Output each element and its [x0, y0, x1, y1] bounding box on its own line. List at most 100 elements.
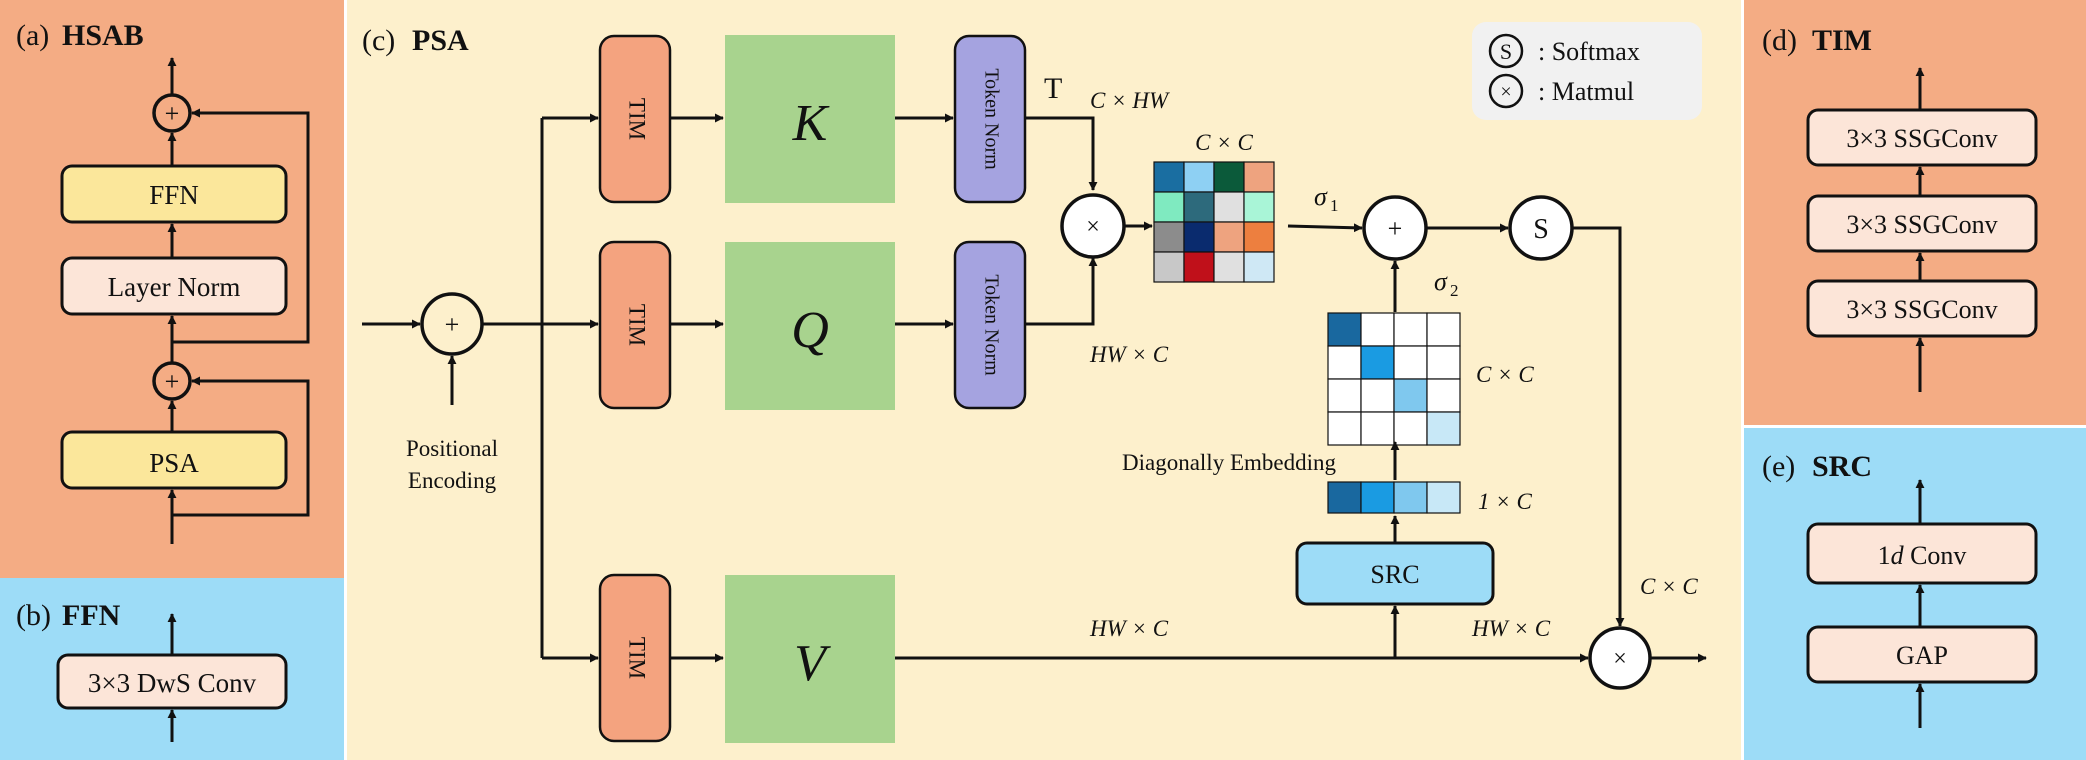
svg-text:(d): (d) [1762, 24, 1797, 57]
svg-text:C × C: C × C [1640, 574, 1698, 599]
attention-cell [1183, 161, 1215, 193]
svg-text:PSA: PSA [412, 24, 469, 57]
svg-text:Layer Norm: Layer Norm [108, 272, 241, 302]
ssgconv-block-1 [1806, 279, 2038, 338]
layer-norm-block [60, 256, 288, 316]
svg-text:: Softmax: : Softmax [1538, 37, 1640, 66]
svg-text:SRC: SRC [1812, 450, 1872, 483]
svg-text:(b): (b) [16, 599, 51, 632]
svg-text:+: + [165, 99, 180, 128]
attention-cell [1153, 161, 1185, 193]
svg-text:S: S [1533, 214, 1549, 245]
svg-text:2: 2 [1450, 281, 1459, 300]
attention-cell [1243, 191, 1275, 223]
attention-cell [1243, 251, 1275, 283]
sigma-2-label: σ 2 [1434, 267, 1459, 300]
svg-text:1 × C: 1 × C [1478, 489, 1533, 514]
attention-cell [1153, 221, 1185, 253]
svg-text:TIM: TIM [1812, 24, 1872, 57]
residual-skip-1 [172, 376, 310, 517]
svg-text:S: S [1500, 39, 1512, 64]
add-node-2 [152, 93, 192, 133]
svg-text:PSA: PSA [149, 448, 199, 478]
panel-a-title: (a) HSAB [16, 19, 144, 52]
svg-text:FFN: FFN [149, 180, 199, 210]
svg-text:×: × [1086, 214, 1100, 240]
svg-text:+: + [1388, 214, 1403, 243]
ssgconv-block-2 [1806, 194, 2038, 253]
diagonal-cell [1426, 411, 1461, 446]
svg-text:(c): (c) [362, 24, 395, 57]
attention-cell [1183, 251, 1215, 283]
svg-text:HW × C: HW × C [1089, 616, 1169, 641]
panel-d-title: (d) TIM [1762, 24, 1872, 57]
attention-cell [1213, 161, 1245, 193]
svg-text:Token Norm: Token Norm [980, 274, 1002, 376]
ffn-block [60, 164, 288, 224]
attention-cell [1213, 191, 1245, 223]
softmax-legend-icon [1488, 33, 1524, 69]
svg-text:Q: Q [791, 302, 829, 359]
svg-text:TIM: TIM [625, 304, 650, 346]
attention-cell [1213, 221, 1245, 253]
svg-text:T: T [1044, 72, 1062, 105]
diagonal-cell [1360, 345, 1395, 380]
svg-text:×: × [1500, 81, 1511, 103]
svg-text:1: 1 [1330, 196, 1339, 215]
svg-text:: Matmul: : Matmul [1538, 77, 1634, 106]
vector-cell [1327, 481, 1362, 514]
vector-cell [1426, 481, 1461, 514]
svg-text:3×3 SSGConv: 3×3 SSGConv [1846, 210, 1997, 239]
psa-block [60, 430, 288, 490]
empty-cell [1360, 411, 1395, 446]
residual-skip-2 [172, 108, 310, 344]
matmul-legend-icon [1488, 73, 1524, 109]
svg-text:Diagonally Embedding: Diagonally Embedding [1122, 450, 1336, 475]
diagonal-matrix-grid [1327, 312, 1461, 446]
svg-text:TIM: TIM [625, 637, 650, 679]
empty-cell [1327, 411, 1362, 446]
svg-text:+: + [445, 310, 460, 339]
svg-text:V: V [794, 635, 831, 692]
empty-cell [1393, 345, 1428, 380]
svg-text:(a): (a) [16, 19, 49, 52]
empty-cell [1360, 378, 1395, 413]
empty-cell [1426, 378, 1461, 413]
ssgconv-block-3 [1806, 108, 2038, 167]
svg-text:SRC: SRC [1370, 560, 1419, 589]
svg-text:σ: σ [1434, 267, 1448, 296]
gap-block [1806, 625, 2038, 684]
empty-cell [1327, 345, 1362, 380]
empty-cell [1360, 312, 1395, 347]
svg-text:TIM: TIM [625, 98, 650, 140]
svg-text:σ: σ [1314, 182, 1328, 211]
panel-c-background [347, 0, 1741, 760]
panel-b-title: (b) FFN [16, 599, 121, 632]
key-projection-box [725, 35, 895, 203]
vector-cell [1360, 481, 1395, 514]
attention-cell [1153, 191, 1185, 223]
svg-text:HW × C: HW × C [1089, 342, 1169, 367]
svg-text:(e): (e) [1762, 450, 1795, 483]
attention-cell [1213, 251, 1245, 283]
query-projection-box [725, 242, 895, 410]
panel-e-title: (e) SRC [1762, 450, 1872, 483]
empty-cell [1393, 411, 1428, 446]
svg-text:3×3 DwS Conv: 3×3 DwS Conv [88, 668, 257, 698]
sigma-1-label: σ 1 [1314, 182, 1339, 215]
attention-cell [1153, 251, 1185, 283]
svg-text:GAP: GAP [1896, 641, 1948, 670]
empty-cell [1426, 345, 1461, 380]
svg-text:C × C: C × C [1476, 362, 1534, 387]
svg-text:+: + [165, 367, 180, 396]
svg-text:3×3 SSGConv: 3×3 SSGConv [1846, 124, 1997, 153]
svg-text:3×3 SSGConv: 3×3 SSGConv [1846, 295, 1997, 324]
conv1d-block [1806, 522, 2038, 585]
src-box [1295, 541, 1495, 606]
svg-text:HSAB: HSAB [62, 19, 144, 52]
svg-text:C × HW: C × HW [1090, 88, 1170, 113]
empty-cell [1426, 312, 1461, 347]
svg-text:K: K [792, 95, 830, 152]
add-node-1 [152, 361, 192, 401]
attention-cell [1183, 191, 1215, 223]
